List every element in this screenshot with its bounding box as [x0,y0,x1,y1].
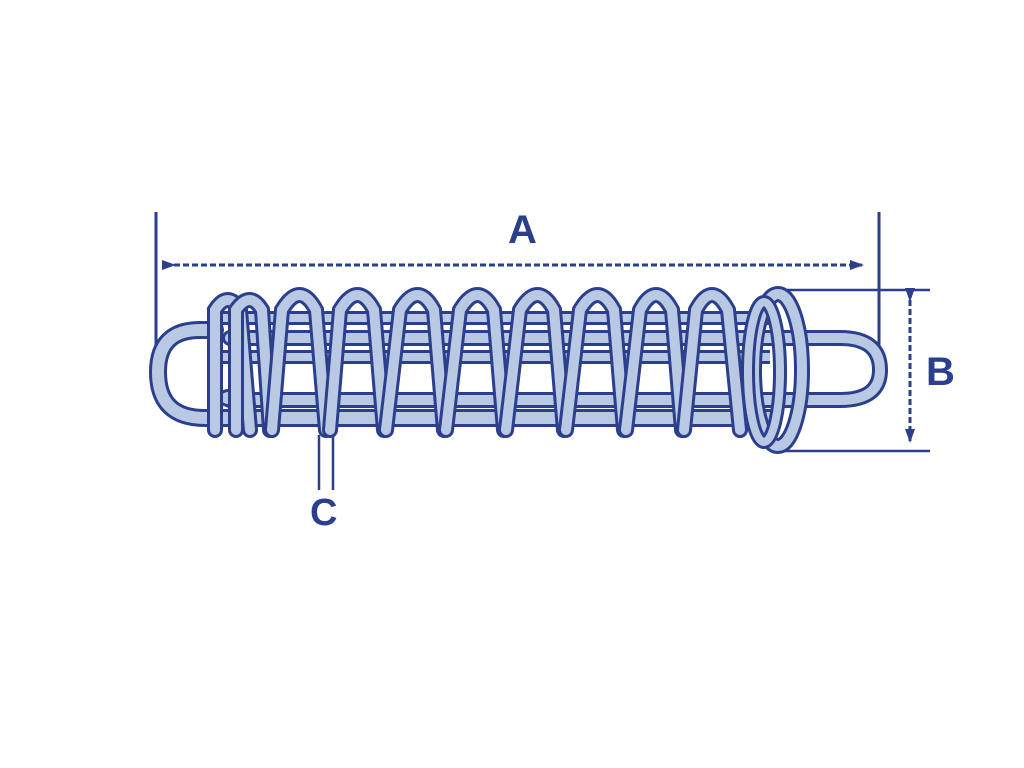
dimension-label-b: B [926,350,955,394]
dimension-label-a: A [508,208,537,252]
dimension-b [778,288,930,453]
dimension-c [317,435,335,490]
spring-coils [207,286,810,454]
dimension-label-c: C [310,492,338,534]
